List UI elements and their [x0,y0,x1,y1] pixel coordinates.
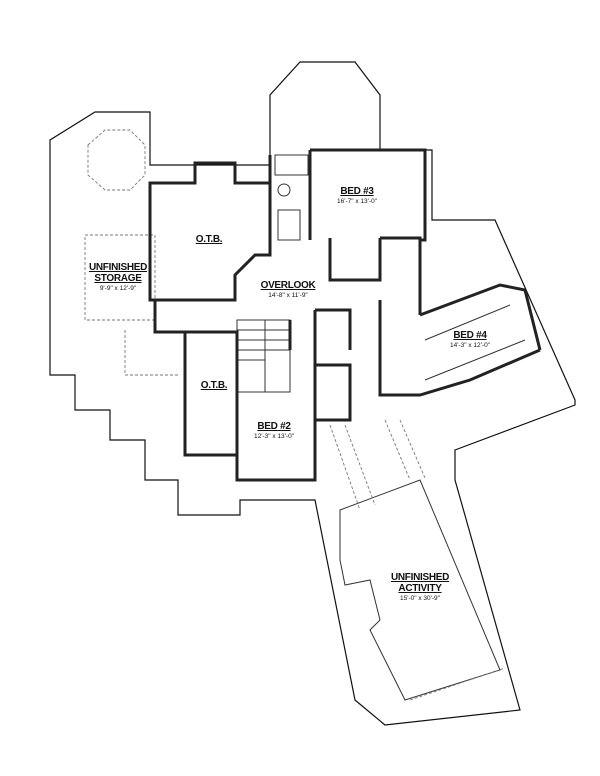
bay-octagon [87,129,146,191]
room-label-overlook: OVERLOOK 14'-8" x 11'-9" [261,280,316,300]
room-dimensions: 14'-8" x 11'-9" [268,292,308,299]
closet-walls [328,236,422,315]
room-label-unfinished-activity: UNFINISHED ACTIVITY 15'-0" x 30'-9" [391,572,449,603]
room-name: UNFINISHED [88,262,148,273]
room-name: UNFINISHED [390,572,450,583]
room-label-bed-4: BED #4 14'-3" x 12'-0" [450,330,490,350]
bed-3-walls [268,148,427,250]
activity-dash [329,419,426,511]
room-label-otb-bottom: O.T.B. [201,380,228,391]
room-name: BED #3 [340,186,374,197]
bed-4-roof-lines [424,304,526,381]
room-name: OVERLOOK [260,280,316,291]
roof-outline [49,61,576,726]
activity-inner [339,479,501,701]
room-name: ACTIVITY [398,583,442,594]
otb-bottom-walls [183,330,239,457]
room-name: STORAGE [94,273,142,284]
room-dimensions: 12'-3" x 13'-0" [254,433,294,440]
room-label-bed-2: BED #2 12'-3" x 13'-0" [254,421,294,441]
bed-3-bath [274,154,309,241]
storage-lower-dash [124,330,180,376]
stair [236,319,291,393]
room-dimensions: 16'-7" x 13'-0" [337,198,377,205]
bed-2-walls [235,392,317,482]
bed-4-walls [378,283,542,397]
room-label-unfinished-storage: UNFINISHED STORAGE 9'-9" x 12'-9" [89,262,147,293]
room-label-otb-top: O.T.B. [196,234,223,245]
otb-top-walls [148,161,272,302]
room-dimensions: 9'-9" x 12'-9" [99,285,137,292]
room-name: O.T.B. [195,234,223,245]
room-label-bed-3: BED #3 16'-7" x 13'-0" [337,186,377,206]
room-dimensions: 15'-0" x 30'-9" [400,595,440,602]
room-name: BED #2 [257,421,291,432]
room-name: O.T.B. [200,380,228,391]
overlook-walls [153,300,292,350]
bath-center [313,308,352,422]
room-dimensions: 14'-3" x 12'-0" [450,342,490,349]
activity-bottom-dash [409,667,506,701]
room-name: BED #4 [453,330,487,341]
